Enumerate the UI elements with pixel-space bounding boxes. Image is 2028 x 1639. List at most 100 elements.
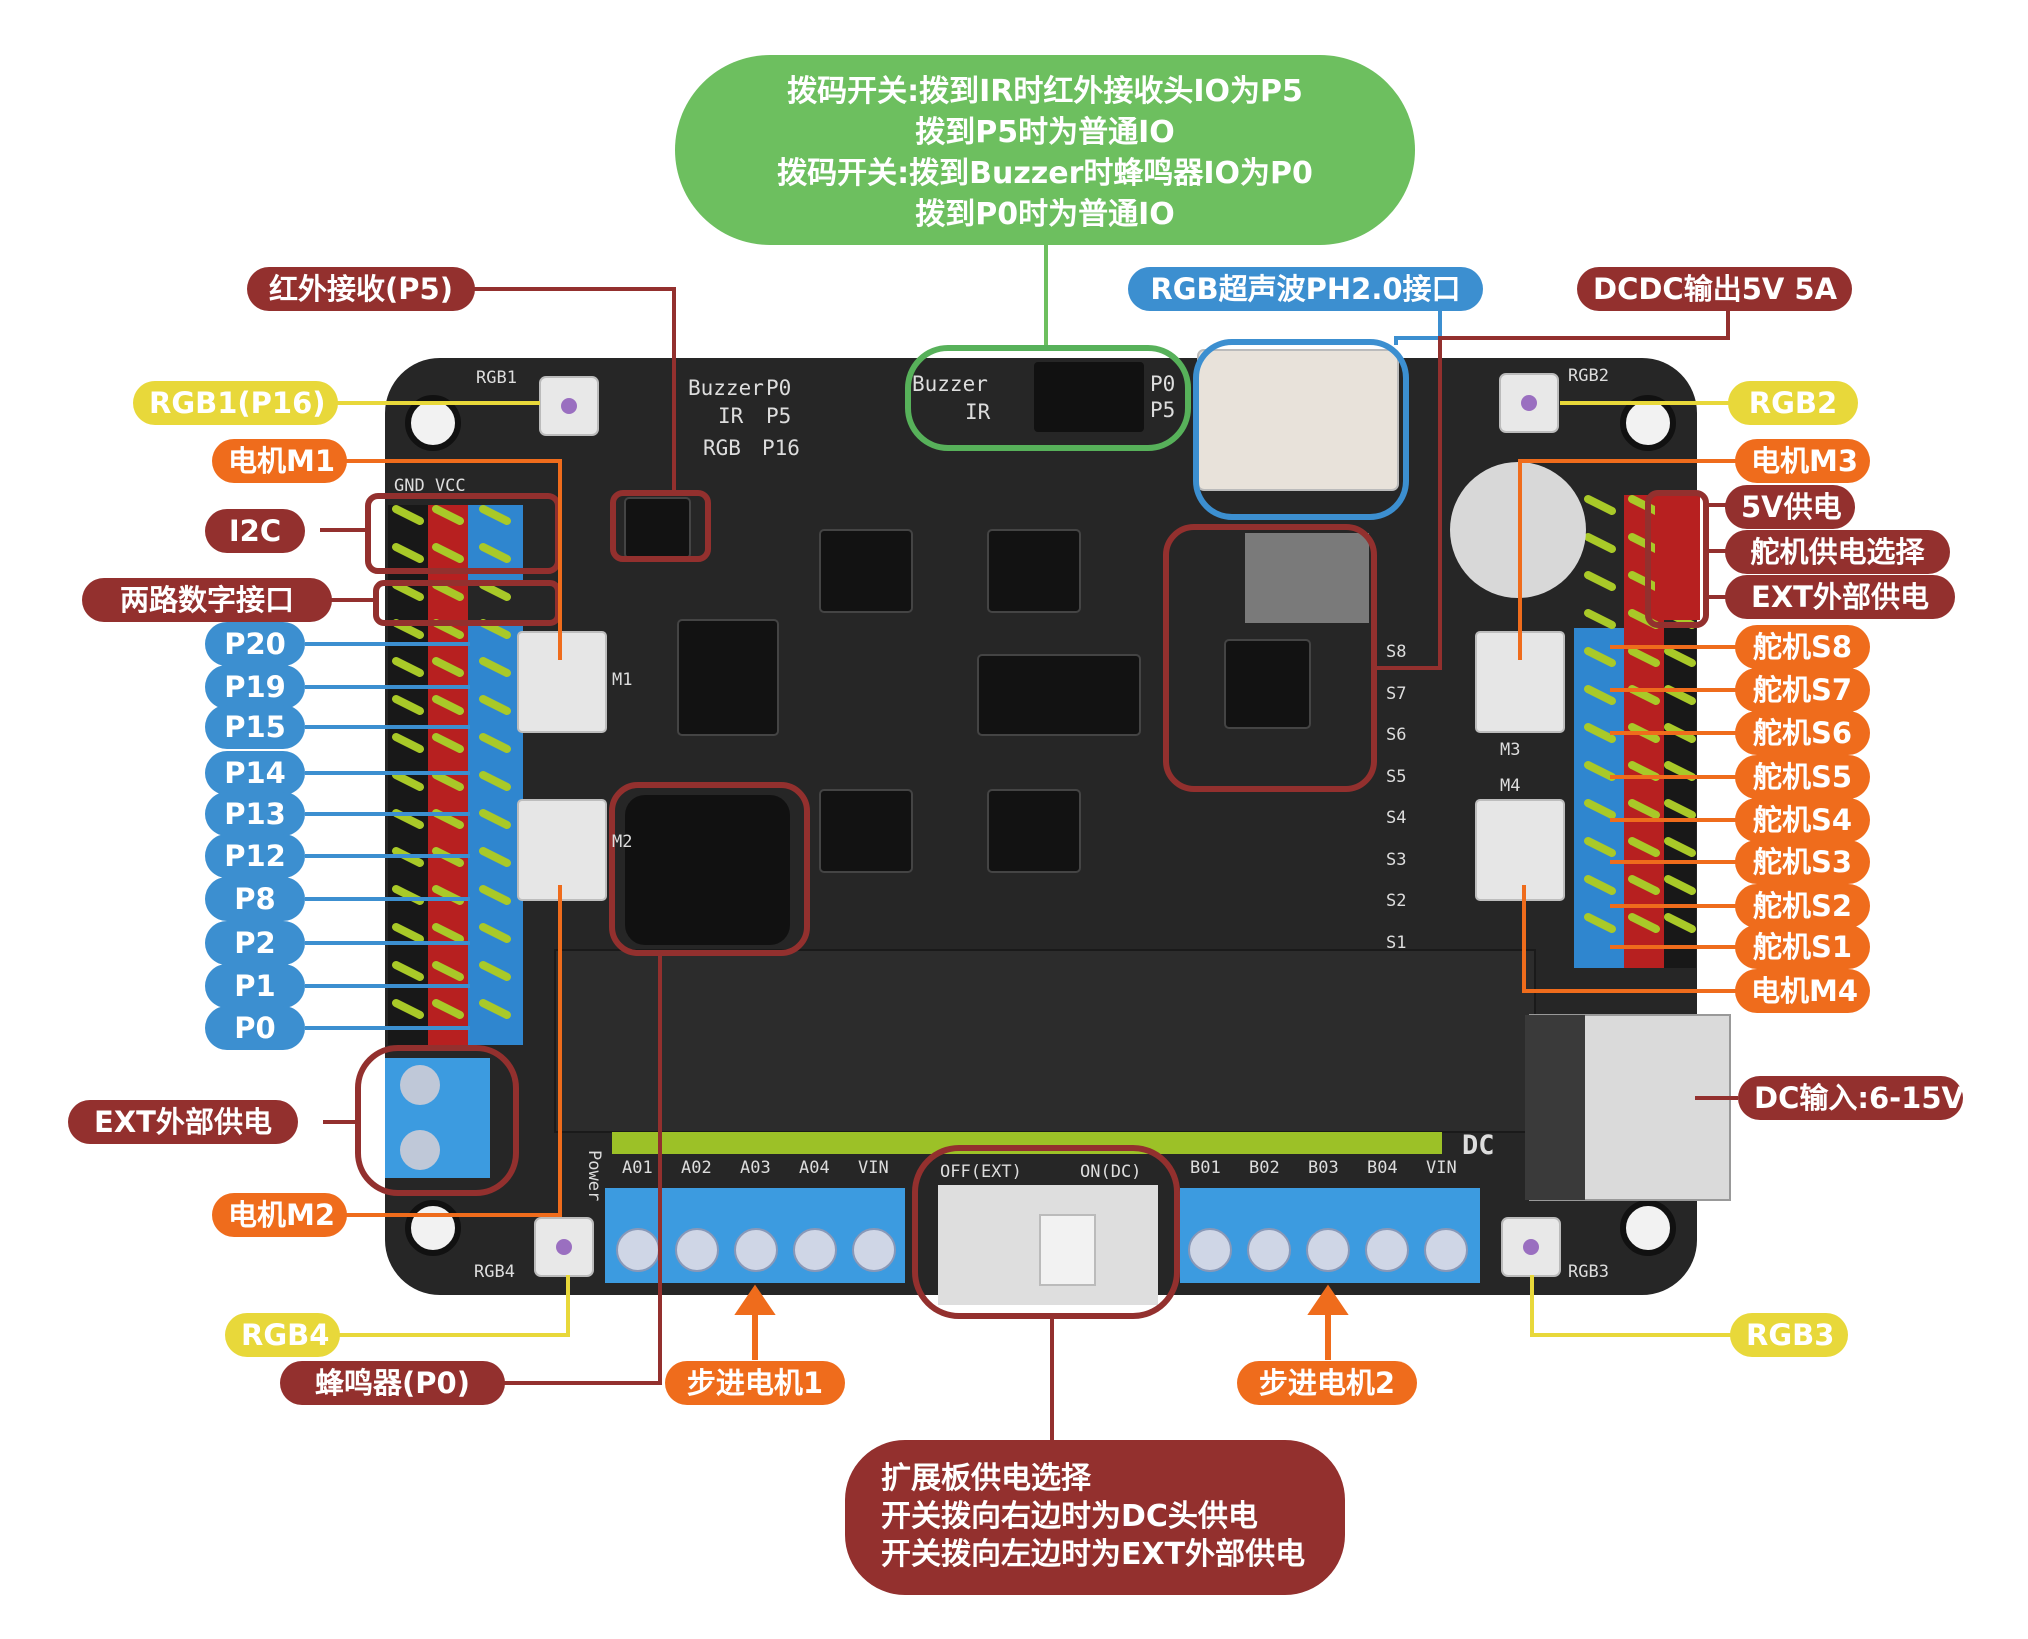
header-pin	[432, 771, 464, 791]
ic-chips	[624, 497, 1311, 873]
silk-a-term: A01	[622, 1158, 653, 1178]
header-pin	[1628, 647, 1660, 667]
header-pin	[1584, 799, 1616, 819]
power-note-line-2: 开关拨向右边时为DC头供电	[881, 1499, 1258, 1534]
silk-on-dc: ON(DC)	[1080, 1162, 1142, 1182]
silk-off-ext: OFF(EXT)	[940, 1162, 1022, 1182]
pin-label-p1: P1	[205, 964, 305, 1008]
frame-buzzer	[609, 782, 810, 956]
header-pin	[1664, 913, 1696, 933]
header-pin	[392, 771, 424, 791]
header-pin	[1628, 571, 1660, 591]
silk-p16: P16	[762, 436, 800, 460]
servo-leader-lines	[1610, 645, 1740, 949]
frame-power-switch	[912, 1145, 1180, 1319]
header-pin	[432, 733, 464, 753]
label-motor-m3: 电机M3	[1735, 439, 1870, 483]
header-pin	[1664, 875, 1696, 895]
label-ext-right: EXT外部供电	[1725, 575, 1955, 619]
label-rgb-ultrasonic: RGB超声波PH2.0接口	[1128, 267, 1483, 311]
header-pin	[1584, 875, 1616, 895]
servo-label-7: 舵机S7	[1735, 668, 1870, 712]
header-pin	[1664, 799, 1696, 819]
header-pin	[1584, 913, 1616, 933]
header-pin	[1628, 913, 1660, 933]
label-ir: 红外接收(P5)	[247, 267, 475, 311]
silk-dip-buzzer: Buzzer	[912, 372, 988, 396]
right-header-gnd	[1664, 625, 1696, 968]
header-pin	[432, 923, 464, 943]
silk-p0: P0	[766, 376, 792, 400]
pin-label-p15: P15	[205, 705, 305, 749]
header-pin	[479, 809, 511, 829]
header-pin	[479, 695, 511, 715]
frame-ir	[610, 490, 711, 562]
label-5v: 5V供电	[1725, 485, 1855, 529]
silk-dc: DC	[1462, 1130, 1495, 1161]
header-pin	[392, 695, 424, 715]
servo-label-1: 舵机S1	[1735, 925, 1870, 969]
dip-note-line-1: 拨码开关:拨到IR时红外接收头IO为P5	[787, 74, 1303, 109]
dip-note-line-2: 拨到P5时为普通IO	[915, 115, 1175, 150]
header-pin	[1584, 837, 1616, 857]
header-pin	[432, 505, 464, 525]
label-rgb4: RGB4	[225, 1313, 340, 1357]
header-pin	[1584, 761, 1616, 781]
silk-rgb4: RGB4	[474, 1262, 515, 1282]
header-pin	[432, 581, 464, 601]
silk-b-term: VIN	[1426, 1158, 1457, 1178]
header-pin	[1664, 837, 1696, 857]
header-pin	[392, 543, 424, 563]
silk-servo-s1: S1	[1386, 932, 1407, 953]
silk-a-term: A03	[740, 1158, 771, 1178]
frame-power-header	[1645, 490, 1709, 628]
header-pin	[432, 695, 464, 715]
label-stepper2: 步进电机2	[1237, 1361, 1417, 1405]
pin-label-p2: P2	[205, 921, 305, 965]
label-i2c: I2C	[205, 509, 305, 553]
silk-b-term: B01	[1190, 1158, 1221, 1178]
header-pin	[1584, 571, 1616, 591]
frame-dip-switch	[905, 345, 1191, 451]
servo-label-8: 舵机S8	[1735, 625, 1870, 669]
header-pin	[479, 543, 511, 563]
power-header-right	[1655, 495, 1700, 620]
silk-rgb1: RGB1	[476, 368, 517, 388]
header-pin	[432, 961, 464, 981]
header-pin	[432, 543, 464, 563]
header-pin	[1584, 533, 1616, 553]
pin-label-p12: P12	[205, 834, 305, 878]
silk-rgb: RGB	[703, 436, 741, 460]
header-pin	[1628, 837, 1660, 857]
label-motor-m2: 电机M2	[212, 1193, 347, 1237]
header-pin	[1664, 647, 1696, 667]
header-pin	[392, 999, 424, 1019]
header-pin	[1584, 495, 1616, 515]
silk-b-term: B03	[1308, 1158, 1339, 1178]
header-pin	[392, 581, 424, 601]
motor-connectors	[517, 631, 1565, 901]
silk-a-term: VIN	[858, 1158, 889, 1178]
servo-label-2: 舵机S2	[1735, 884, 1870, 928]
pin-label-p14: P14	[205, 751, 305, 795]
label-digital: 两路数字接口	[82, 578, 332, 622]
header-pin	[432, 657, 464, 677]
header-pin	[479, 657, 511, 677]
servo-label-6: 舵机S6	[1735, 711, 1870, 755]
silk-rgb3: RGB3	[1568, 1262, 1609, 1282]
header-pin	[1584, 609, 1616, 629]
frame-ultrasonic	[1193, 339, 1409, 520]
header-pin	[392, 657, 424, 677]
silk-servo-s8: S8	[1386, 642, 1407, 662]
pin-label-p8: P8	[205, 877, 305, 921]
header-pin	[1584, 723, 1616, 743]
header-pin	[1584, 685, 1616, 705]
pin-label-p20: P20	[205, 622, 305, 666]
dip-switch-note: 拨码开关:拨到IR时红外接收头IO为P5 拨到P5时为普通IO 拨码开关:拨到B…	[675, 55, 1415, 245]
dip-note-line-3: 拨码开关:拨到Buzzer时蜂鸣器IO为P0	[777, 156, 1313, 191]
header-pin	[432, 999, 464, 1019]
header-pin	[392, 733, 424, 753]
header-pin	[479, 847, 511, 867]
